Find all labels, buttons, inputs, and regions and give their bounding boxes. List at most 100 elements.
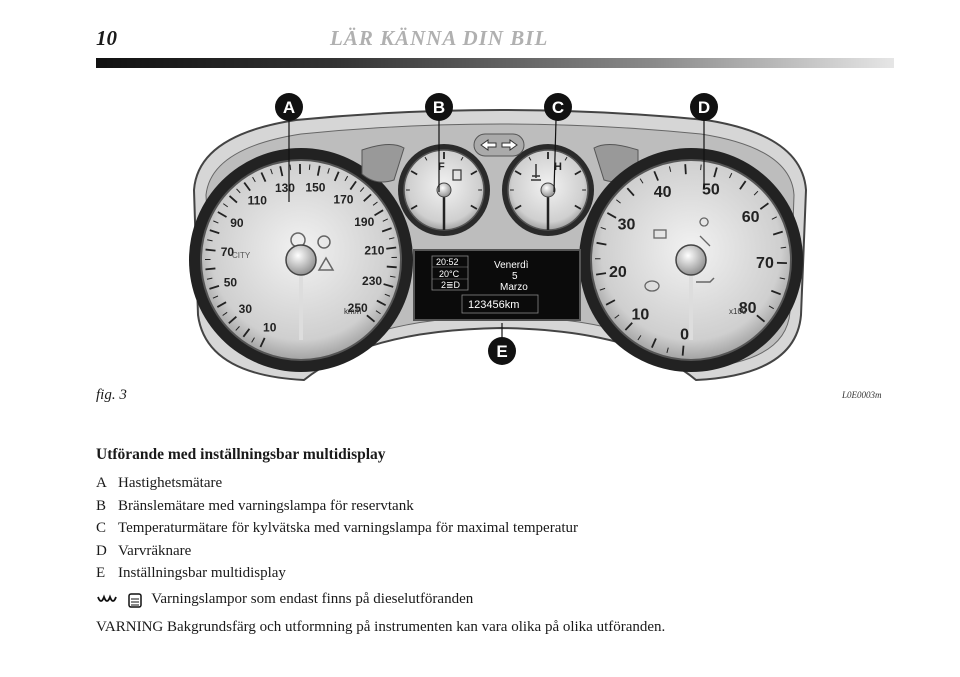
speedometer-tick: [205, 267, 216, 271]
figure-code: L0E0003m: [842, 390, 882, 400]
fuel-gauge: F: [398, 144, 490, 236]
tachometer-tick: [759, 202, 769, 210]
speedometer-tick: [359, 187, 365, 192]
tachometer-label-50: 50: [702, 181, 720, 198]
speedometer-tick: [205, 248, 216, 252]
fuel-tick: [424, 156, 428, 161]
speedometer-tick: [327, 168, 330, 174]
speedometer-tick: [289, 164, 292, 171]
speedometer-tick: [216, 301, 227, 308]
display-odometer: 123456km: [468, 299, 519, 311]
speedometer-label-50: 50: [224, 275, 238, 289]
fuel-tick: [470, 204, 478, 210]
speedometer-label-70: 70: [221, 245, 235, 259]
speedometer-tick: [242, 328, 251, 338]
speedometer-tick: [375, 310, 381, 315]
speedometer-tick: [388, 237, 395, 240]
tachometer-tick: [772, 230, 783, 236]
speedometer-label-170: 170: [333, 193, 353, 207]
speedometer-tick: [279, 166, 284, 177]
fuel-full-label: F: [438, 161, 445, 173]
figure-caption: fig. 3: [96, 387, 127, 403]
tachometer-tick: [666, 347, 669, 354]
speedometer-tick: [222, 311, 228, 316]
tachometer-tick: [768, 305, 774, 310]
temp-tick: [564, 156, 568, 161]
speedometer-tick: [389, 275, 396, 278]
temp-tick: [574, 170, 582, 176]
tachometer-tick: [626, 187, 635, 197]
display-temperature: 20°C: [439, 269, 460, 279]
coolant-temp-icon: [531, 164, 541, 181]
left-light-pod: [361, 144, 405, 183]
battery-warning-icon: [653, 229, 667, 239]
tachometer-tick: [756, 314, 766, 323]
running-head: LÄR KÄNNA DIN BIL: [330, 26, 549, 50]
tachometer-tick: [615, 199, 621, 204]
speedometer-tick: [316, 165, 321, 176]
temperature-gauge: H: [502, 144, 594, 236]
tachometer-tick: [729, 172, 733, 179]
tachometer-tick: [624, 322, 633, 331]
tachometer-tick: [600, 226, 607, 230]
speedometer-tick: [251, 337, 255, 343]
speedometer-tick: [270, 168, 273, 175]
speedometer-label-10: 10: [263, 320, 277, 334]
display-day: Venerdì: [494, 260, 529, 271]
tachometer-tick: [637, 335, 642, 341]
abs-warning-icon: [317, 235, 331, 249]
speedometer-label-250: 250: [348, 301, 368, 315]
speedometer-label-110: 110: [248, 194, 268, 208]
speedometer-tick: [386, 265, 397, 269]
tachometer-tick: [599, 287, 606, 291]
tachometer-tick: [651, 338, 657, 349]
speedometer-tick: [209, 229, 220, 235]
callout-d: D: [690, 93, 718, 121]
speedometer-tick: [381, 227, 392, 233]
temp-tick: [528, 156, 532, 161]
diesel-note-text: Varningslampor som endast finns på diese…: [151, 591, 474, 607]
tachometer-tick: [780, 246, 787, 249]
svg-text:C: C: [552, 98, 564, 117]
fuel-tick: [460, 156, 464, 161]
svg-text:B: B: [433, 98, 445, 117]
hazard-warning-icon: [317, 256, 335, 271]
speedometer-label-150: 150: [305, 181, 325, 195]
speedometer-tick: [308, 164, 311, 170]
water-in-fuel-icon: [128, 592, 142, 608]
speedometer-tick: [228, 316, 237, 324]
speedometer-tick: [228, 195, 238, 204]
speedometer-label-30: 30: [239, 302, 253, 316]
tachometer-tick: [653, 170, 659, 181]
speedometer-label-130: 130: [275, 181, 295, 195]
svg-text:A: A: [283, 98, 295, 117]
fuel-tick: [410, 204, 418, 210]
tachometer-unit: x100: [729, 307, 747, 316]
tachometer-tick: [779, 277, 786, 280]
speedometer-label-90: 90: [230, 216, 244, 230]
callout-c: C: [544, 93, 572, 121]
warning-note: VARNING Bakgrundsfärg och utformning på …: [96, 619, 666, 635]
fuel-pump-icon: [452, 169, 462, 181]
speedometer-tick: [260, 172, 267, 183]
speedometer-label-210: 210: [364, 244, 384, 258]
speedometer-tick: [259, 337, 266, 348]
speedometer-tick: [236, 188, 241, 194]
oil-pressure-icon: [696, 277, 715, 283]
speedometer-city-label: CITY: [232, 251, 251, 260]
speedometer-unit: km/h: [344, 307, 361, 316]
right-turn-arrow-icon: [501, 139, 518, 151]
temp-tick: [574, 204, 582, 210]
temp-tick: [514, 170, 522, 176]
tachometer-tick: [605, 299, 616, 306]
tachometer-tick: [713, 167, 718, 178]
speedometer-tick: [217, 211, 227, 218]
speedometer-tick: [212, 295, 219, 299]
tachometer-label-0: 0: [680, 326, 689, 343]
tachometer-tick: [595, 272, 607, 276]
speedometer-tick: [243, 182, 251, 192]
speedometer-tick: [235, 326, 240, 331]
tachometer-label-70: 70: [756, 255, 774, 272]
